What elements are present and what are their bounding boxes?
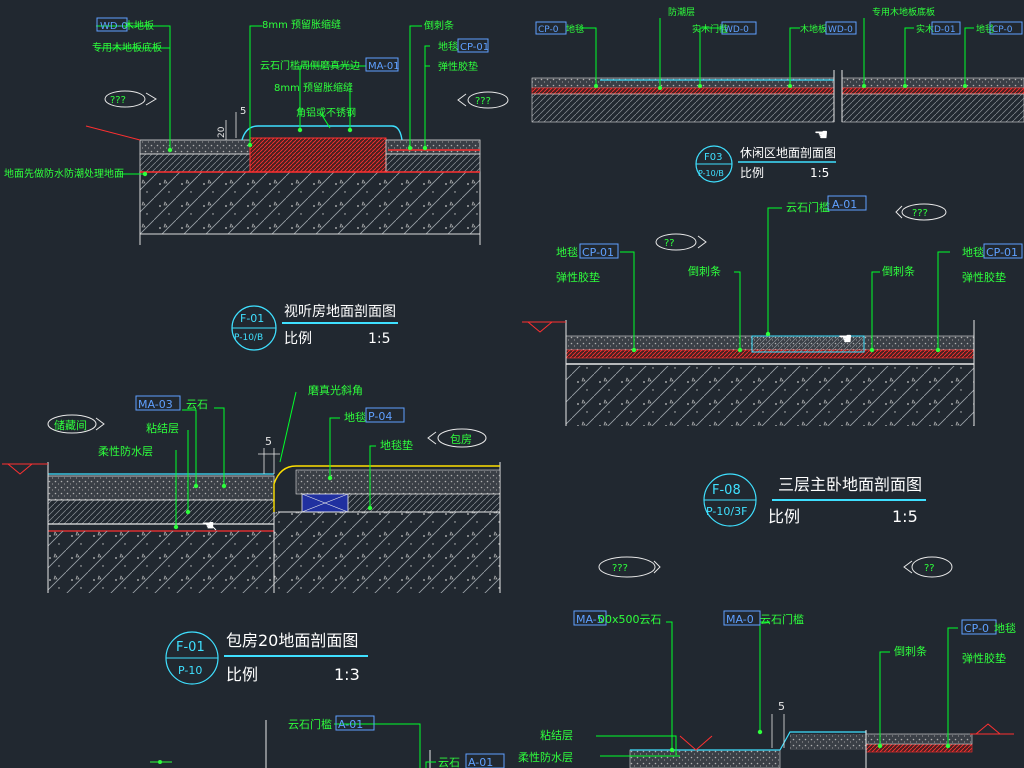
hand-cursor-icon: ☚ bbox=[814, 125, 828, 144]
label-edge-strip: 倒刺条 bbox=[424, 19, 454, 32]
detail-bottom-right: ??? ?? MA-5 00x500云石 MA-0 云石门槛 CP-0 地毯 bbox=[518, 556, 1016, 768]
label-underlay: 防潮层 bbox=[668, 6, 695, 18]
label-stone-500: 00x500云石 bbox=[598, 613, 662, 626]
scale-value: 1:5 bbox=[368, 331, 391, 347]
label-underlay: 弹性胶垫 bbox=[438, 60, 478, 73]
tag-ma5: MA-5 bbox=[576, 613, 604, 626]
label-carpet-l: 地毯 bbox=[556, 245, 578, 259]
label-solid-wood: 实木 bbox=[916, 23, 934, 35]
label-wood-base: 专用木地板底板 bbox=[92, 41, 162, 54]
label-underlay-r: 弹性胶垫 bbox=[962, 270, 1006, 284]
tag-cp0: CP-0 bbox=[538, 25, 559, 35]
drawing-title: 视听房地面剖面图 bbox=[284, 304, 396, 320]
label-solid-sill: 实木门槛 bbox=[692, 23, 728, 35]
tag-cp0: CP-0 bbox=[964, 622, 989, 635]
drawing-title: 三层主卧地面剖面图 bbox=[778, 475, 922, 494]
label-stone: 云石 bbox=[186, 398, 208, 411]
scale-label: 比例 bbox=[226, 665, 258, 684]
bubble-right: 包房 bbox=[450, 433, 472, 446]
bubble-left: 储藏间 bbox=[54, 418, 87, 432]
tag-cp01: CP-01 bbox=[460, 42, 489, 53]
title-ref: P-10/3F bbox=[706, 505, 747, 518]
label-bond: 粘结层 bbox=[540, 728, 573, 742]
tag-d01: D-01 bbox=[934, 25, 956, 35]
tag-a01: A-01 bbox=[832, 198, 857, 211]
tag-a01: A-01 bbox=[338, 718, 363, 731]
detail-f01-private-room: 5 储藏间 MA-03 云石 粘结层 柔性防水层 磨真光斜角 地毯 P-04 地… bbox=[2, 383, 501, 685]
label-carpet: 地毯 bbox=[994, 621, 1016, 635]
bubble-b: ?? bbox=[924, 563, 935, 574]
dim-5: 5 bbox=[778, 700, 785, 713]
label-gap8b: 8mm 预留胀缩缝 bbox=[274, 81, 353, 94]
label-carpet: 地毯 bbox=[438, 40, 458, 53]
label-edge-r: 倒刺条 bbox=[882, 264, 915, 278]
label-wood-floor: 木地板 bbox=[124, 19, 154, 32]
bubble-a: ??? bbox=[612, 563, 628, 574]
tag-a01b: A-01 bbox=[468, 756, 493, 768]
tag-cp01-l: CP-01 bbox=[582, 246, 614, 259]
label-stone-sill-note: 云石门槛周侧磨真光边 bbox=[260, 59, 360, 72]
label-edge: 倒刺条 bbox=[894, 644, 927, 658]
tag-ma03: MA-03 bbox=[138, 398, 173, 411]
title-ref: P-10/B bbox=[698, 169, 724, 178]
title-ref: P-10/B bbox=[234, 333, 263, 343]
label-stone: 云石 bbox=[438, 756, 460, 768]
scale-label: 比例 bbox=[768, 507, 800, 526]
title-code: F-01 bbox=[240, 312, 264, 325]
scale-label: 比例 bbox=[740, 166, 764, 180]
scale-value: 1:5 bbox=[892, 507, 918, 526]
scale-value: 1:5 bbox=[810, 166, 829, 180]
label-bond: 粘结层 bbox=[146, 421, 179, 435]
detail-bottom-left-partial: 云石门槛 A-01 云石 A-01 bbox=[150, 715, 505, 768]
label-underlay-l: 弹性胶垫 bbox=[556, 270, 600, 284]
label-bevel: 磨真光斜角 bbox=[308, 383, 363, 397]
label-stone-sill: 云石门槛 bbox=[786, 200, 830, 214]
label-wood-floor: 木地板 bbox=[800, 23, 827, 35]
drawing-title: 休闲区地面剖面图 bbox=[740, 146, 836, 160]
dim-20: 20 bbox=[217, 126, 227, 138]
tag-ma01: MA-01 bbox=[368, 61, 400, 72]
detail-f08-master-bedroom: 云石门槛 A-01 ??? ?? 地毯 CP-01 弹性胶垫 倒刺条 倒刺条 地… bbox=[522, 195, 1023, 527]
tag-ma0: MA-0 bbox=[726, 613, 754, 626]
detail-f01-av-room: 5 20 WD-0 木地板 专用木地板底板 8mm 预留胀缩缝 云石门槛周侧磨真… bbox=[4, 17, 509, 351]
detail-f03-leisure-area: CP-0 地毯 防潮层 实木门槛 WD-0 木地板 WD-0 专用木地板底板 实… bbox=[531, 6, 1024, 183]
title-code: F-08 bbox=[712, 483, 741, 498]
tag-cp02: CP-0 bbox=[992, 25, 1013, 35]
label-edge-l: 倒刺条 bbox=[688, 264, 721, 278]
hand-cursor-icon: ☚ bbox=[202, 518, 215, 534]
tag-wd: WD-0 bbox=[100, 21, 128, 32]
label-carpet: 地毯 bbox=[344, 410, 366, 424]
label-wood-base: 专用木地板底板 bbox=[872, 6, 935, 18]
scale-label: 比例 bbox=[284, 331, 312, 347]
label-alu-strip: 角铝或不锈钢 bbox=[296, 106, 356, 119]
label-underlay: 弹性胶垫 bbox=[962, 651, 1006, 665]
tag-wd02: WD-0 bbox=[828, 25, 853, 35]
label-carpet-r: 地毯 bbox=[962, 245, 984, 259]
bubble-top: ??? bbox=[912, 208, 928, 219]
label-stone-sill: 云石门槛 bbox=[760, 612, 804, 626]
title-code: F-01 bbox=[176, 640, 205, 655]
dim-5: 5 bbox=[240, 106, 246, 117]
label-carpet: 地毯 bbox=[566, 23, 584, 35]
bubble-left: ?? bbox=[664, 238, 675, 249]
tag-p04: P-04 bbox=[368, 410, 392, 423]
label-stone-sill: 云石门槛 bbox=[288, 717, 332, 731]
label-waterproof-note: 地面先做防水防潮处理地面 bbox=[4, 167, 124, 180]
bubble-right: ??? bbox=[475, 96, 491, 107]
dim-5: 5 bbox=[265, 435, 272, 448]
tag-cp01-r: CP-01 bbox=[986, 246, 1018, 259]
title-ref: P-10 bbox=[178, 664, 202, 677]
label-carpet-pad: 地毯垫 bbox=[380, 438, 413, 452]
title-code: F03 bbox=[704, 152, 722, 163]
label-flex-wp: 柔性防水层 bbox=[518, 750, 573, 764]
label-gap8: 8mm 预留胀缩缝 bbox=[262, 18, 341, 31]
bubble-left: ??? bbox=[110, 95, 126, 106]
hand-cursor-icon: ☚ bbox=[838, 329, 852, 348]
label-flex-wp: 柔性防水层 bbox=[98, 444, 153, 458]
tag-wd0: WD-0 bbox=[724, 25, 749, 35]
drawing-title: 包房20地面剖面图 bbox=[226, 631, 358, 650]
scale-value: 1:3 bbox=[334, 665, 360, 684]
